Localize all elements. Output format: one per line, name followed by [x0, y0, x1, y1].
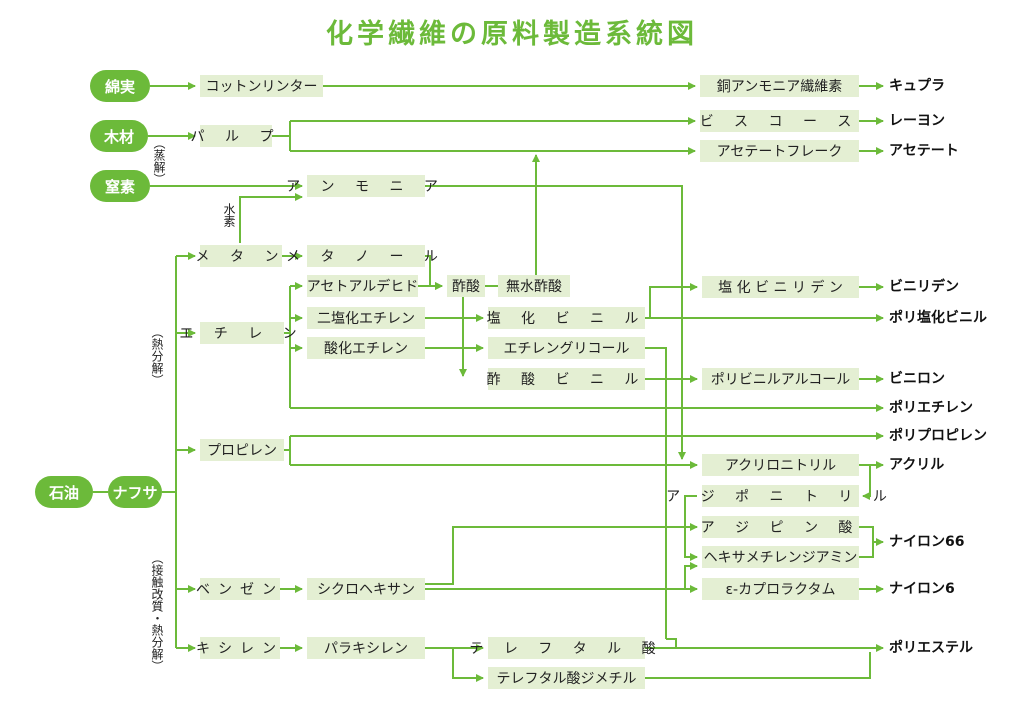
product-nylon66: ナイロン66	[889, 534, 965, 550]
node-benzene: ベンゼン	[196, 578, 280, 600]
node-terephthalic-acid: テ レ フ タ ル 酸	[469, 637, 656, 659]
node-acetic-acid: 酢酸	[447, 275, 485, 297]
node-polyvinyl-alcohol: ポリビニルアルコール	[702, 368, 859, 390]
node-methane: メ タ ン	[196, 245, 282, 267]
node-dichloroethylene: 二塩化エチレン	[307, 307, 425, 329]
node-vinyl-chloride: 塩 化 ビ ニ ル	[487, 307, 645, 329]
product-vinylon: ビニロン	[889, 371, 945, 387]
node-dimethyl-terephthalate: テレフタル酸ジメチル	[488, 667, 645, 689]
node-ethylene: エ チ レ ン	[179, 322, 297, 344]
node-ethylene-glycol: エチレングリコール	[488, 337, 645, 359]
node-ammonia: ア ン モ ニ ア	[286, 175, 438, 197]
node-propylene: プロピレン	[200, 439, 284, 461]
node-acrylonitrile: アクリロニトリル	[702, 454, 859, 476]
node-adiponitrile: ア ジ ポ ニ ト リ ル	[666, 485, 887, 507]
node-adipic-acid: ア ジ ピ ン 酸	[701, 516, 859, 538]
node-pulp: パ ル プ	[191, 125, 273, 147]
source-wood: 木材	[90, 120, 148, 152]
note-pyrolysis: （熱分解）	[150, 326, 164, 386]
node-acetate-flake: アセテートフレーク	[700, 140, 859, 162]
product-rayon: レーヨン	[889, 113, 945, 129]
node-cuprammonium-cellulose: 銅アンモニア繊維素	[700, 75, 859, 97]
product-polyester: ポリエステル	[889, 640, 973, 656]
source-naphtha: ナフサ	[108, 476, 162, 508]
source-cotton: 綿実	[90, 70, 150, 102]
product-polyethylene: ポリエチレン	[889, 400, 973, 416]
node-acetic-anhydride: 無水酢酸	[498, 275, 570, 297]
note-hydrogen: 水素	[222, 203, 236, 227]
node-cotton-linter: コットンリンター	[200, 75, 323, 97]
product-cupra: キュプラ	[889, 78, 945, 94]
node-hexamethylenediamine: ヘキサメチレンジアミン	[702, 546, 859, 568]
node-vinylidene-chloride: 塩 化 ビ ニ リ デ ン	[702, 276, 859, 298]
node-ethylene-oxide: 酸化エチレン	[307, 337, 425, 359]
source-nitrogen: 窒素	[90, 170, 150, 202]
diagram-title: 化学繊維の原料製造系統図	[326, 19, 698, 50]
node-acetaldehyde: アセトアルデヒド	[307, 275, 418, 297]
source-oil: 石油	[35, 476, 93, 508]
node-paraxylene: パラキシレン	[307, 637, 425, 659]
node-vinyl-acetate: 酢 酸 ビ ニ ル	[487, 368, 645, 390]
product-vinylidene: ビニリデン	[889, 279, 959, 295]
product-pvc: ポリ塩化ビニル	[889, 310, 987, 326]
node-xylene: キシレン	[196, 637, 280, 659]
note-steam: （蒸解）	[152, 137, 166, 185]
node-caprolactam: ε-カプロラクタム	[702, 578, 859, 600]
product-acetate: アセテート	[889, 143, 959, 159]
product-acrylic: アクリル	[889, 457, 945, 473]
node-viscose: ビ ス コ ー ス	[700, 110, 859, 132]
product-polypropylene: ポリプロピレン	[889, 428, 987, 444]
note-reforming: （接触改質・熱分解）	[150, 552, 164, 672]
node-methanol: メ タ ノ ー ル	[286, 245, 438, 267]
node-cyclohexane: シクロヘキサン	[307, 578, 425, 600]
product-nylon6: ナイロン6	[889, 581, 955, 597]
